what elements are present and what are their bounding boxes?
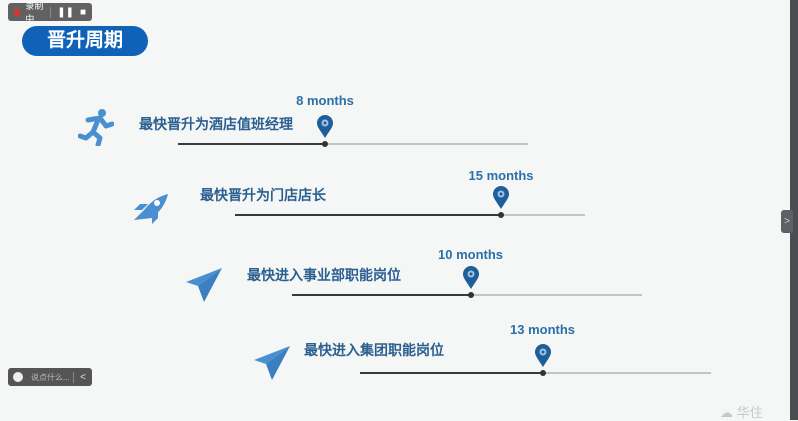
months-label: 15 months [468, 168, 534, 183]
side-panel-bar [790, 0, 798, 420]
logo: ☁ 华住 [720, 405, 763, 420]
progress-marker [539, 370, 546, 376]
page-title: 晋升周期 [22, 26, 148, 56]
paper-plane-icon [184, 266, 224, 309]
row-label: 最快进入集团职能岗位 [304, 342, 444, 358]
record-icon [14, 8, 21, 16]
progress-fill [178, 143, 325, 145]
progress-track [178, 143, 528, 145]
running-person-icon [77, 108, 115, 151]
row-label: 最快晋升为门店店长 [200, 187, 326, 203]
logo-text: 华住 [736, 405, 763, 420]
progress-marker [322, 141, 328, 147]
progress-fill [360, 372, 543, 374]
comment-bar[interactable]: 说点什么... < [8, 368, 92, 386]
map-pin-icon [492, 185, 510, 214]
progress-fill [235, 214, 501, 216]
paper-plane-icon [252, 344, 292, 387]
progress-marker [467, 292, 474, 298]
stop-button[interactable]: ■ [79, 6, 86, 18]
pause-button[interactable]: ❚❚ [57, 6, 74, 18]
progress-fill [292, 294, 471, 296]
recording-indicator: 录制中 ❚❚ ■ [8, 1, 92, 24]
months-label: 10 months [437, 247, 504, 262]
emoji-icon[interactable] [13, 372, 23, 382]
comment-input[interactable]: 说点什么... [31, 372, 70, 382]
collapse-button[interactable]: < [73, 371, 92, 383]
months-label: 8 months [296, 93, 354, 108]
row-label: 最快晋升为酒店值班经理 [139, 116, 293, 132]
recording-label: 录制中 [25, 1, 44, 24]
rocket-icon [130, 192, 170, 229]
map-pin-icon [534, 343, 552, 372]
row-label: 最快进入事业部职能岗位 [247, 267, 401, 283]
map-pin-icon [316, 114, 334, 143]
months-label: 13 months [510, 322, 576, 337]
progress-marker [498, 212, 504, 218]
side-panel-toggle[interactable]: > [781, 210, 793, 233]
map-pin-icon [462, 265, 480, 294]
